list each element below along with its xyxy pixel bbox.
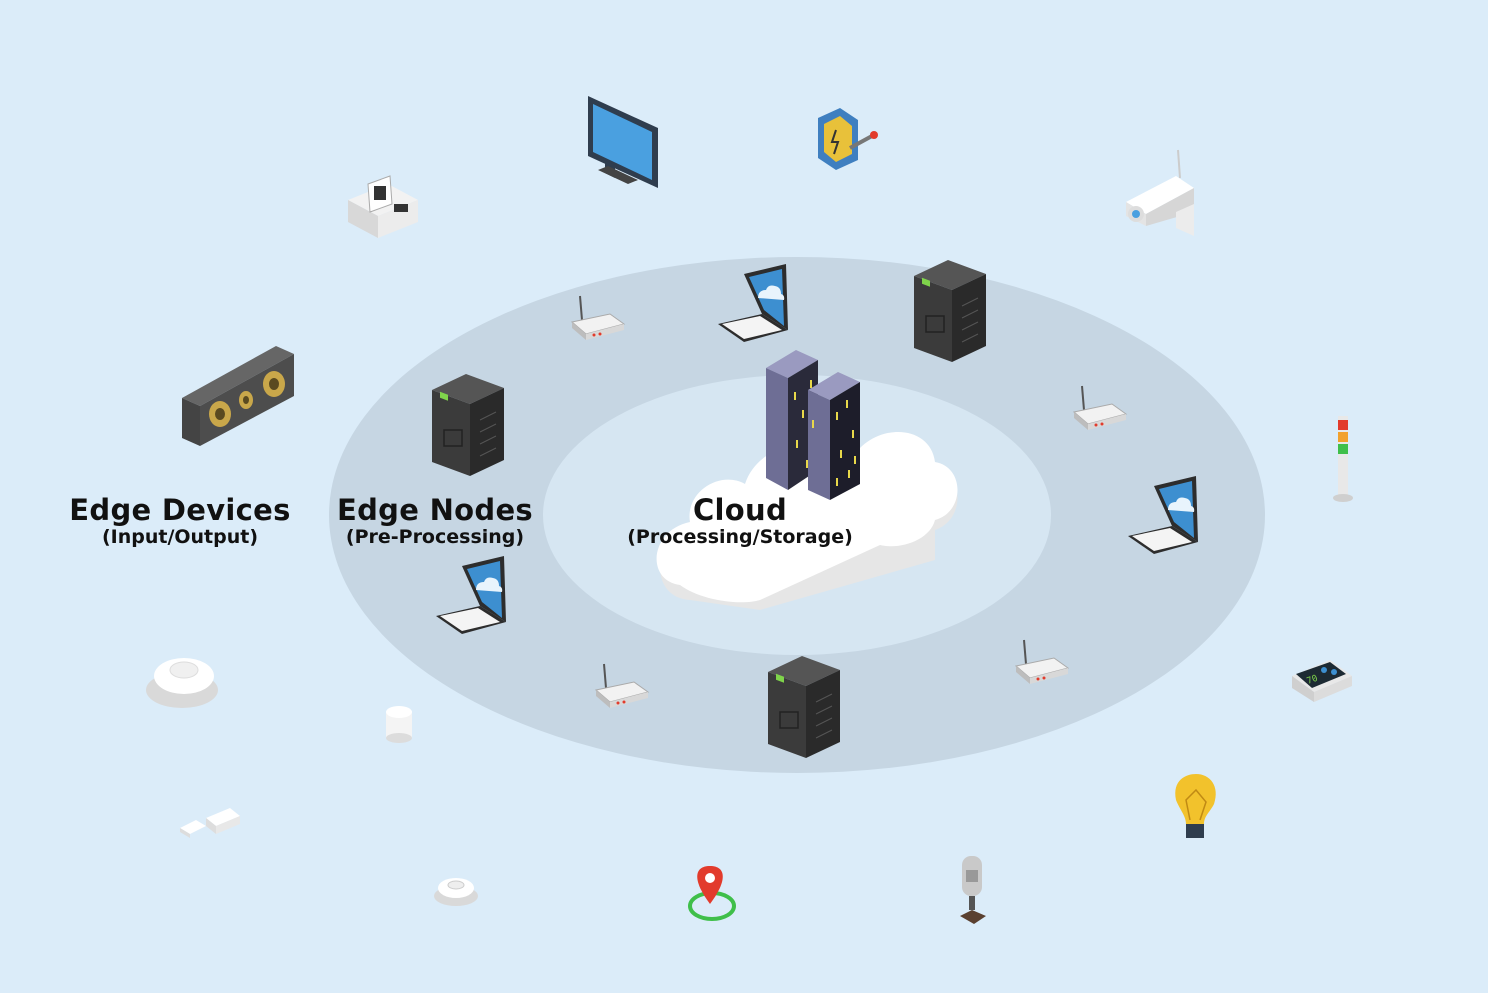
receipt-printer-icon xyxy=(348,175,418,238)
edge-nodes-label: Edge Nodes (Pre-Processing) xyxy=(300,494,570,548)
monitor-icon xyxy=(588,96,658,188)
light-bulb-icon xyxy=(1175,774,1216,838)
server-tower-icon xyxy=(913,259,987,363)
cloud-icon xyxy=(656,432,958,610)
edge-devices-title: Edge Devices xyxy=(69,493,291,527)
cloud-title: Cloud xyxy=(692,493,788,527)
edge-nodes-title: Edge Nodes xyxy=(337,493,533,527)
smoke-detector-icon xyxy=(146,658,218,708)
thermostat-reading: 70 xyxy=(1306,674,1320,687)
door-sensor-icon xyxy=(180,808,240,838)
cloud-label: Cloud (Processing/Storage) xyxy=(600,494,880,548)
edge-devices-subtitle: (Input/Output) xyxy=(101,526,259,548)
location-pin-icon xyxy=(688,866,736,921)
data-center-icon xyxy=(766,350,860,500)
smart-speaker-icon xyxy=(386,706,412,743)
security-camera-icon xyxy=(1126,149,1194,236)
signal-tower-light-icon xyxy=(1333,416,1353,502)
small-smoke-detector-icon xyxy=(434,878,478,906)
microphone-icon xyxy=(960,856,986,924)
server-tower-icon xyxy=(431,373,505,477)
cloud-subtitle: (Processing/Storage) xyxy=(627,526,853,548)
edge-devices-label: Edge Devices (Input/Output) xyxy=(40,494,320,548)
thermostat-icon: 70 xyxy=(1292,660,1352,702)
server-tower-icon xyxy=(767,655,841,759)
power-switch-icon xyxy=(818,108,878,170)
speaker-bar-icon xyxy=(182,346,294,446)
edge-nodes-subtitle: (Pre-Processing) xyxy=(345,526,525,548)
